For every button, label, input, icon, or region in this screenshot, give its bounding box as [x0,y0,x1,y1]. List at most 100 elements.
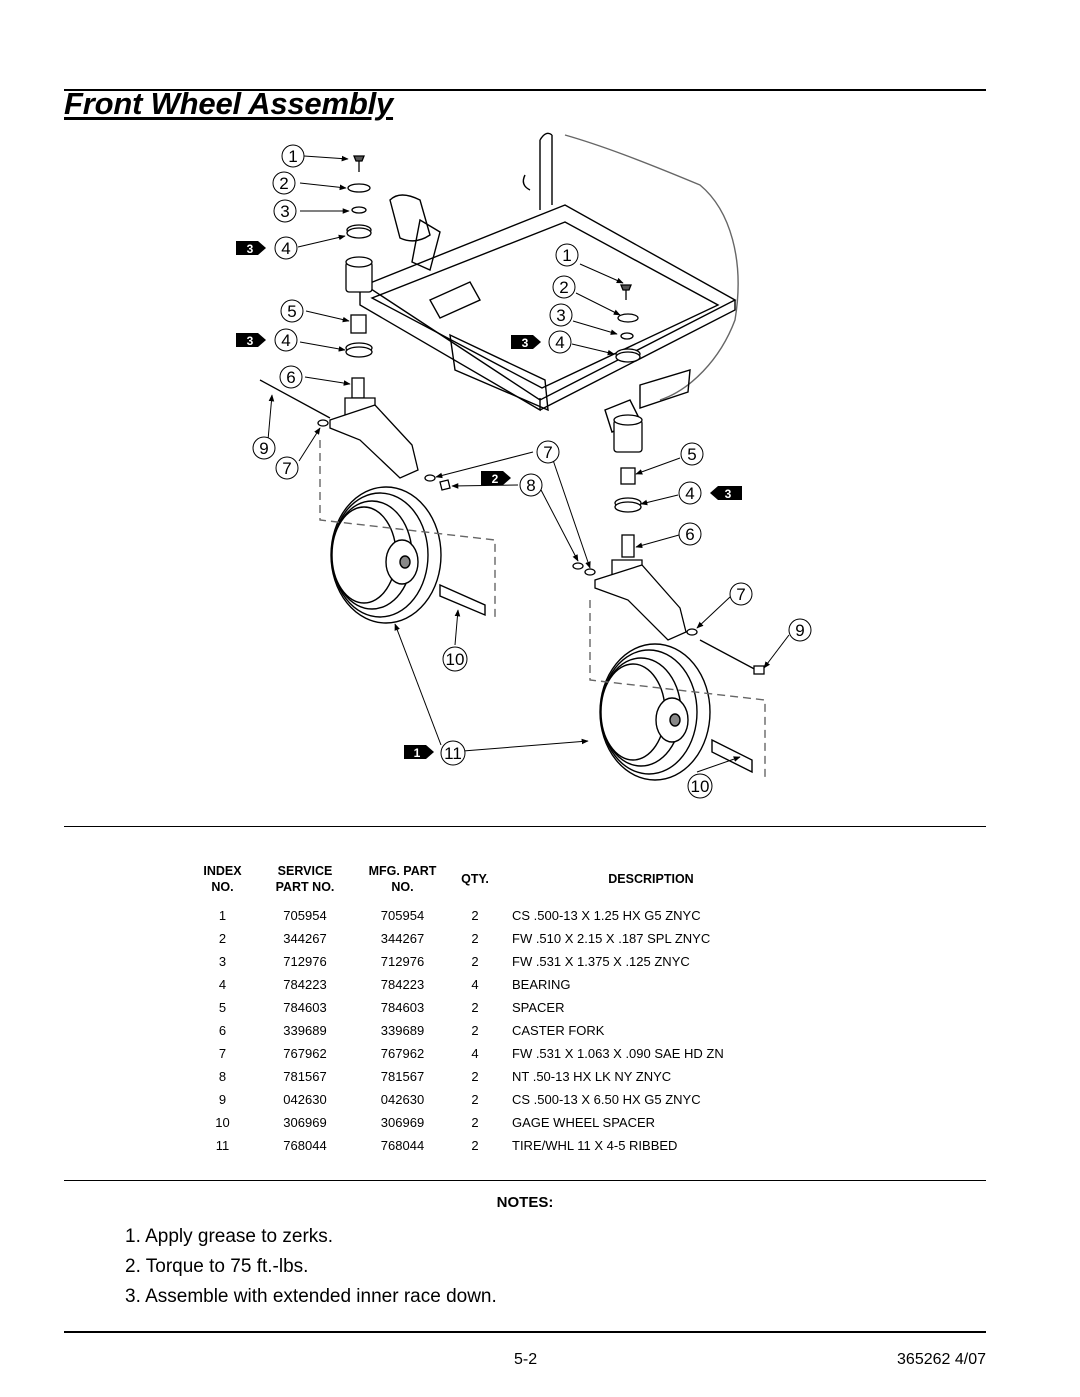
table-row: 8 781567 781567 2 NT .50-13 HX LK NY ZNYC [190,1065,802,1088]
left-wheel [319,440,496,624]
cell-service-part: 705954 [283,908,327,923]
cell-description: SPACER [512,1000,565,1015]
cell-mfg-part: 768044 [380,1138,425,1153]
cell-service-part: 344267 [283,931,327,946]
cell-index: 9 [218,1092,227,1107]
callout-1-right: 1 [562,246,571,265]
callout-7-right-lower: 7 [736,585,745,604]
cell-description: CS .500-13 X 6.50 HX G5 ZNYC [512,1092,701,1107]
cell-service-part: 767962 [283,1046,327,1061]
cell-mfg-part: 042630 [380,1092,425,1107]
table-row: 5 784603 784603 2 SPACER [190,996,802,1019]
cell-qty: 2 [471,954,479,969]
cell-index: 3 [218,954,227,969]
cell-index: 8 [218,1069,227,1084]
cell-index: 10 [215,1115,230,1130]
cell-qty: 2 [471,908,479,923]
callout-11: 11 [444,744,462,763]
table-top-rule [64,826,986,827]
cell-qty: 2 [471,1138,479,1153]
note-badge-2: 2 [492,472,499,486]
cell-service-part: 768044 [283,1138,327,1153]
note-badge-3-b: 3 [247,334,254,348]
cell-description: BEARING [512,977,571,992]
callout-5-left: 5 [287,302,296,321]
cell-index: 4 [218,977,227,992]
cell-service-part: 042630 [283,1092,327,1107]
cell-description: CASTER FORK [512,1023,605,1038]
page-title: Front Wheel Assembly [64,86,394,121]
callout-9-right: 9 [795,621,804,640]
table-row: 6 339689 339689 2 CASTER FORK [190,1019,802,1042]
note-item: 2. Torque to 75 ft.-lbs. [125,1256,309,1277]
note-badge-3-c: 3 [522,336,529,350]
table-row: 10 306969 306969 2 GAGE WHEEL SPACER [190,1111,802,1134]
callout-4-left-upper: 4 [281,239,290,258]
cell-mfg-part: 784603 [380,1000,425,1015]
cell-index: 2 [218,931,227,946]
cell-mfg-part: 767962 [380,1046,425,1061]
note-item: 3. Assemble with extended inner race dow… [125,1286,497,1307]
callout-3-left: 3 [280,202,289,221]
cell-service-part: 784223 [283,977,327,992]
notes-list: 1. Apply grease to zerks. 2. Torque to 7… [125,1222,497,1312]
cell-qty: 2 [471,1000,479,1015]
cell-index: 6 [218,1023,227,1038]
cell-service-part: 712976 [283,954,327,969]
cell-mfg-part: 306969 [380,1115,425,1130]
notes-heading: NOTES: [496,1194,554,1211]
page-number: 5-2 [514,1351,538,1368]
callout-7-right-upper: 7 [543,443,552,462]
note-item: 1. Apply grease to zerks. [125,1226,334,1247]
cell-description: FW .531 X 1.063 X .090 SAE HD ZN [512,1046,724,1061]
callout-7-left: 7 [282,459,291,478]
callout-2-right: 2 [559,278,568,297]
cell-mfg-part: 339689 [380,1023,425,1038]
cell-mfg-part: 705954 [380,908,425,923]
callout-8: 8 [526,476,535,495]
cell-qty: 2 [471,1115,479,1130]
cell-description: GAGE WHEEL SPACER [512,1115,656,1130]
cell-qty: 2 [471,1023,479,1038]
callout-4-left-lower: 4 [281,331,290,350]
top-rule [64,89,986,91]
cell-service-part: 339689 [283,1023,327,1038]
cell-service-part: 781567 [283,1069,327,1084]
callout-4-right-lower: 4 [685,484,694,503]
callout-5-right: 5 [687,445,696,464]
callout-2-left: 2 [279,174,288,193]
exploded-parts-diagram: 1 2 3 4 5 4 6 9 7 10 11 1 2 3 4 7 8 5 4 … [236,132,812,799]
callout-3-right: 3 [556,306,565,325]
cell-qty: 2 [471,931,479,946]
callout-6-left: 6 [286,368,295,387]
document-id: 365262 4/07 [897,1351,986,1368]
cell-index: 11 [215,1138,230,1153]
cell-description: TIRE/WHL 11 X 4-5 RIBBED [512,1138,678,1153]
cell-description: FW .531 X 1.375 X .125 ZNYC [512,954,690,969]
cell-mfg-part: 344267 [380,931,425,946]
callout-9-left: 9 [259,439,268,458]
cell-qty: 2 [471,1092,479,1107]
cell-service-part: 306969 [283,1115,327,1130]
note-badges: 3 3 3 2 3 1 [236,241,742,760]
callouts: 1 2 3 4 5 4 6 9 7 10 11 1 2 3 4 7 8 5 4 … [252,144,812,799]
header-description: DESCRIPTION [608,872,694,886]
right-wheel [589,600,766,781]
cell-mfg-part: 781567 [380,1069,425,1084]
cell-qty: 2 [471,1069,479,1084]
callout-4-right-upper: 4 [555,333,564,352]
left-caster-stack [259,155,451,491]
cell-description: NT .50-13 HX LK NY ZNYC [512,1069,672,1084]
cell-index: 5 [218,1000,227,1015]
note-badge-1: 1 [414,746,421,760]
table-row: 9 042630 042630 2 CS .500-13 X 6.50 HX G5 ZN… [190,1088,802,1111]
cell-service-part: 784603 [283,1000,327,1015]
